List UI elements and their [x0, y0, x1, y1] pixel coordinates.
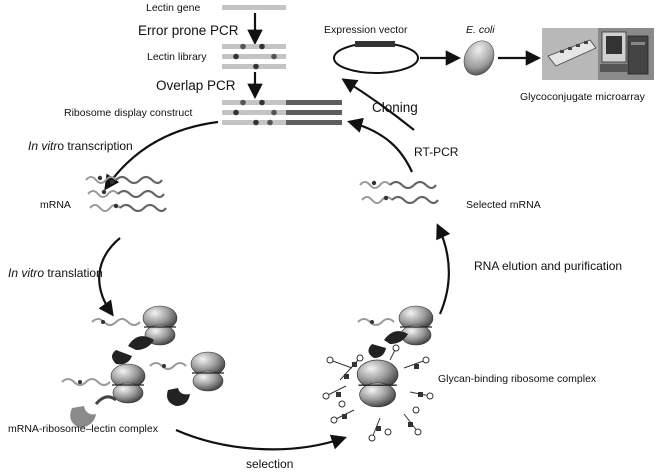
label-error-prone-pcr: Error prone PCR: [138, 23, 239, 38]
label-mrna: mRNA: [40, 199, 71, 211]
lectin-library-bars: [222, 43, 286, 70]
arrow-selection: [175, 428, 347, 451]
plasmid-insert: [355, 41, 395, 47]
label-rna-elution: RNA elution and purification: [474, 259, 622, 273]
lectin-gene-bar: [222, 5, 286, 10]
label-lectin-library: Lectin library: [147, 51, 207, 63]
label-overlap-pcr: Overlap PCR: [156, 78, 236, 93]
label-selected-mrna: Selected mRNA: [466, 199, 541, 211]
label-ribosome-display-construct: Ribosome display construct: [64, 107, 192, 119]
label-glycoconjugate-microarray: Glycoconjugate microarray: [520, 91, 646, 103]
label-in-vitro-translation: In vitro translation: [8, 266, 103, 280]
arrow-in-vitro-transcription: [104, 120, 219, 191]
arrow-rna-elution: [436, 223, 451, 315]
label-mrna-ribosome-lectin-complex: mRNA-ribosome–lectin complex: [8, 423, 159, 435]
arrow-cloning: [341, 78, 415, 131]
expression-vector-plasmid: [333, 42, 419, 74]
glycan-binding-ribosome-complex: [322, 305, 434, 442]
mrna-ribosome-lectin-complexes: [61, 305, 226, 428]
label-lectin-gene: Lectin gene: [146, 2, 200, 14]
label-selection: selection: [246, 457, 293, 471]
arrow-rt-pcr: [347, 117, 414, 173]
selected-mrna-strands: [358, 180, 440, 205]
glycoconjugate-microarray-image: [542, 28, 654, 80]
ecoli-cell: [463, 40, 495, 76]
mrna-strands: [84, 175, 168, 213]
arrow-in-vitro-translation: [98, 237, 121, 317]
label-e-coli: E. coli: [466, 24, 495, 36]
label-in-vitro-transcription: In vitro transcription: [28, 139, 133, 153]
ribosome-display-construct-bars: [222, 99, 342, 126]
label-glycan-binding-ribosome-complex: Glycan-binding ribosome complex: [438, 373, 597, 385]
label-cloning: Cloning: [372, 100, 418, 115]
label-rt-pcr: RT-PCR: [414, 145, 459, 159]
label-expression-vector: Expression vector: [324, 24, 408, 36]
